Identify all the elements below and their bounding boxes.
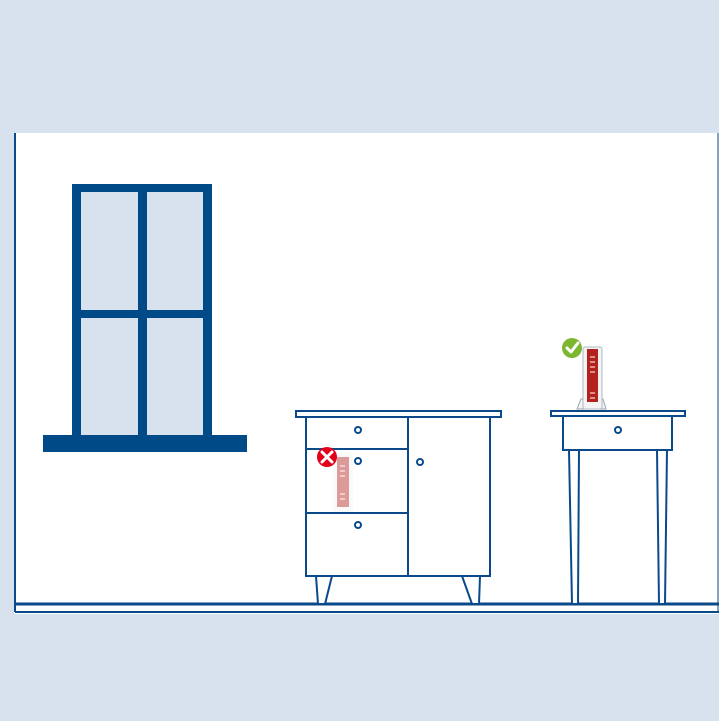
side-table-knob — [614, 426, 622, 434]
window-sill — [43, 435, 247, 452]
door-knob — [416, 458, 424, 466]
cabinet — [295, 410, 502, 605]
window-pane-bottom-right — [147, 318, 203, 437]
drawer-knob-3 — [354, 521, 362, 529]
window-pane-bottom-left — [81, 318, 138, 437]
window-pane-top-left — [81, 192, 138, 310]
drawer-knob-2 — [354, 457, 362, 465]
window — [43, 184, 247, 452]
checkmark-icon — [562, 338, 582, 358]
router-inside-cabinet — [333, 455, 353, 512]
router-red-panel — [587, 349, 598, 402]
router-body — [333, 455, 353, 512]
cabinet-body — [305, 416, 491, 577]
side-table-leg-right — [655, 449, 669, 605]
cabinet-leg-left — [314, 575, 334, 605]
side-table — [550, 410, 686, 605]
side-table-leg-left — [567, 449, 581, 605]
cross-icon — [317, 447, 337, 467]
drawer-knob-1 — [354, 426, 362, 434]
router-on-side-table — [576, 346, 607, 410]
cabinet-leg-right — [460, 575, 482, 605]
router-red-panel — [337, 457, 349, 507]
window-pane-top-right — [147, 192, 203, 310]
